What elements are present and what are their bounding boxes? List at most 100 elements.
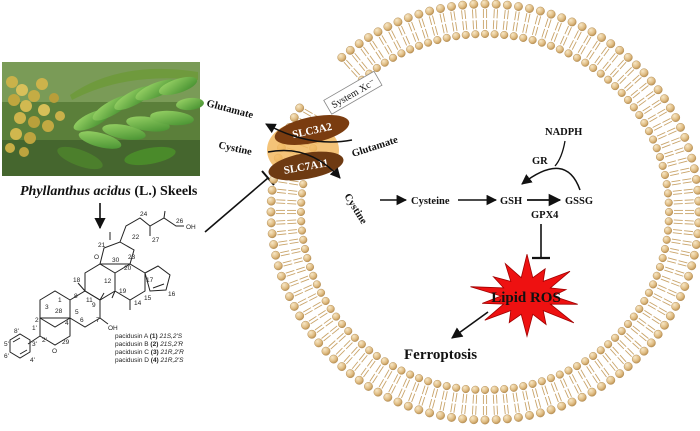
- lipid-tail: [645, 326, 654, 333]
- lipid-head: [266, 207, 276, 217]
- lipid-tail: [586, 366, 592, 375]
- lipid-tail: [294, 291, 304, 297]
- cysteine-label: Cysteine: [411, 196, 450, 207]
- lipid-tail: [603, 367, 610, 376]
- lipid-tail: [673, 193, 683, 195]
- lipid-tail: [594, 373, 601, 382]
- lipid-head: [525, 4, 534, 13]
- lipid-tail: [580, 46, 586, 55]
- lipid-tail: [666, 127, 676, 133]
- lipid-tail: [465, 394, 468, 404]
- lipid-tail: [571, 41, 577, 50]
- lipid-tail: [677, 157, 687, 161]
- lipid-tail: [671, 238, 681, 241]
- gpx4-label: GPX4: [531, 210, 559, 221]
- lipid-tail: [524, 401, 528, 411]
- lipid-tail: [507, 10, 509, 20]
- lipid-head: [406, 370, 415, 379]
- lipid-tail: [421, 385, 426, 395]
- lipid-head: [665, 103, 675, 113]
- lipid-tail: [668, 130, 677, 135]
- lipid-head: [373, 387, 383, 397]
- lipid-tail: [661, 144, 671, 149]
- lipid-tail: [553, 382, 558, 391]
- lipid-head: [680, 282, 690, 291]
- lipid-tail: [286, 273, 296, 277]
- lipid-tail: [354, 363, 361, 372]
- lipid-head: [289, 113, 299, 122]
- lipid-tail: [289, 183, 299, 186]
- glutamate-intracellular: Glutamate: [351, 135, 400, 160]
- struct-label-5p: 5': [4, 341, 9, 348]
- lipid-tail: [653, 315, 662, 322]
- struct-label-18: 18: [73, 277, 81, 284]
- lipid-tail: [568, 39, 574, 49]
- lipid-head: [649, 135, 658, 144]
- lipid-tail: [282, 260, 292, 264]
- lipid-tail: [502, 20, 505, 30]
- lipid-tail: [514, 11, 517, 21]
- lipid-head: [606, 39, 616, 49]
- lipid-tail: [291, 251, 301, 254]
- lipid-head: [581, 58, 590, 67]
- lipid-tail: [609, 52, 616, 61]
- lipid-head: [546, 405, 556, 415]
- lipid-head: [332, 312, 341, 321]
- lipid-tail: [649, 116, 658, 123]
- lipid-head: [307, 329, 317, 339]
- lipid-tail: [653, 102, 662, 109]
- lipid-tail: [642, 105, 651, 112]
- lipid-tail: [293, 289, 302, 294]
- lipid-tail: [384, 369, 390, 378]
- lipid-tail: [309, 296, 318, 301]
- lipid-tail: [287, 193, 297, 195]
- lipid-head: [303, 254, 312, 263]
- ros-to-ferroptosis-arrow: [451, 311, 489, 339]
- lipid-head: [345, 45, 355, 55]
- lipid-tail: [667, 257, 677, 261]
- struct-label-8: 8: [74, 293, 78, 300]
- lipid-head: [597, 382, 606, 391]
- lipid-head: [301, 320, 310, 330]
- lipid-head: [660, 245, 669, 254]
- lipid-tail: [428, 398, 433, 408]
- species-name: Phyllanthus acidus (L.) Skeels: [20, 184, 198, 199]
- lipid-tail: [653, 293, 663, 299]
- lipid-head: [425, 408, 435, 418]
- lipid-tail: [675, 150, 685, 155]
- lipid-tail: [547, 19, 552, 29]
- lipid-tail: [464, 405, 467, 415]
- lipid-head: [481, 30, 490, 39]
- lipid-tail: [624, 67, 632, 75]
- lipid-tail: [550, 32, 555, 41]
- lipid-tail: [408, 392, 413, 402]
- lipid-tail: [280, 253, 290, 257]
- lipid-tail: [562, 378, 568, 387]
- lipid-tail: [450, 11, 453, 21]
- lipid-head: [639, 68, 649, 78]
- lipid-tail: [453, 403, 456, 413]
- lipid-head: [567, 397, 577, 407]
- slc7a11-subunit: [268, 151, 344, 181]
- lipid-tail: [353, 348, 361, 357]
- lipid-head: [646, 338, 656, 348]
- lipid-head: [414, 9, 424, 19]
- lipid-tail: [541, 28, 546, 38]
- lipid-head: [329, 354, 339, 364]
- lipid-tail: [421, 18, 426, 28]
- lipid-tail: [672, 189, 682, 192]
- lipid-tail: [619, 61, 627, 70]
- lipid-head: [653, 85, 663, 95]
- lipid-tail: [343, 339, 351, 347]
- lipid-tail: [597, 57, 604, 66]
- lipid-tail: [363, 369, 370, 378]
- lipid-tail: [682, 240, 692, 243]
- lipid-tail: [330, 342, 338, 350]
- lipid-head: [403, 401, 413, 411]
- cystine-extracellular: Cystine: [217, 140, 253, 158]
- lipid-head: [397, 366, 406, 375]
- lipid-tail: [361, 61, 368, 70]
- lipid-tail: [343, 354, 351, 363]
- lipid-head: [372, 352, 381, 361]
